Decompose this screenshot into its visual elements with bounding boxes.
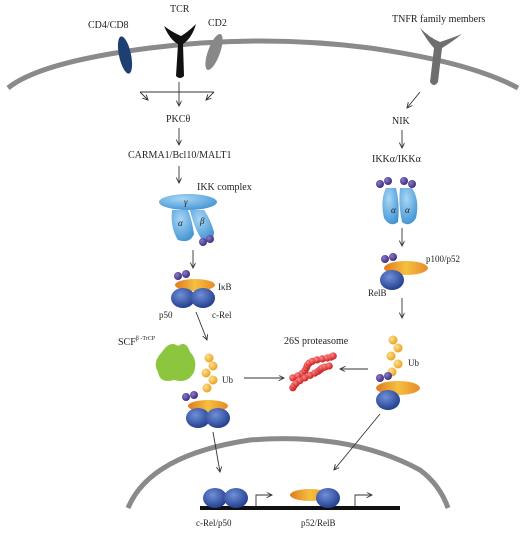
p52-relb-dimer-nucleus — [290, 488, 340, 508]
crel-p50-dimer-nucleus — [203, 488, 248, 508]
ub-left-label: Ub — [222, 375, 233, 385]
proteasome-label: 26S proteasome — [284, 336, 349, 347]
cell-membrane — [6, 38, 520, 91]
ikb-to-ub-arrow — [195, 311, 207, 340]
ikk-phospho-group — [199, 235, 214, 246]
p100p52-label: p100/p52 — [426, 254, 460, 264]
p50-label: p50 — [159, 310, 173, 320]
ikb-label: IκB — [218, 282, 232, 292]
cd4-cd8-receptor — [117, 36, 133, 74]
phospho-icon — [199, 238, 207, 246]
cd2-receptor — [205, 34, 223, 70]
crel-to-nucleus-arrow — [212, 431, 220, 472]
ikka-dimer — [376, 177, 418, 225]
ubiquitin-chain-left — [201, 353, 218, 393]
ubiquitinated-p100-complex-right — [376, 372, 420, 410]
proteasome-subunit — [325, 362, 333, 370]
ubiquitin-chain-right — [386, 335, 403, 377]
ikk-alpha-label: α — [178, 218, 183, 228]
nik-label: NIK — [392, 116, 411, 127]
tnfr-to-nik-arrow — [407, 91, 421, 108]
proteasome-subunit — [329, 352, 337, 360]
ikk-complex — [159, 194, 217, 242]
carma-label: CARMA1/Bcl10/MALT1 — [128, 150, 232, 161]
relb-label: RelB — [368, 288, 387, 298]
crel-p50-label: c-Rel/p50 — [196, 518, 232, 528]
crel-label: c-Rel — [212, 310, 232, 320]
ikb-nfkb-complex — [171, 270, 215, 308]
tnfr-receptor — [420, 28, 462, 85]
tnfr-label: TNFR family members — [392, 14, 485, 25]
phospho-icon — [400, 177, 408, 185]
tcr-receptor — [164, 24, 196, 78]
tcr-label: TCR — [170, 4, 190, 15]
phospho-icon — [206, 235, 214, 243]
ikka-alpha-left-label: α — [391, 205, 396, 215]
ikk-beta-label: β — [199, 216, 205, 226]
nuclear-membrane — [125, 436, 451, 509]
ubiquitinated-nfkb-complex-left — [182, 391, 230, 428]
p100-relb-complex — [380, 253, 428, 290]
ikk-complex-label: IKK complex — [197, 182, 252, 193]
p52-relb-label: p52/RelB — [301, 518, 336, 528]
transcription-arrow-left — [255, 495, 272, 506]
pkc-label: PKCθ — [166, 114, 190, 125]
phospho-icon — [376, 180, 384, 188]
ikka-alpha-right-label: α — [405, 205, 410, 215]
scf-complex-shape — [155, 344, 196, 381]
ikka-label: IKKα/IKKα — [372, 154, 422, 165]
relb-to-nucleus-arrow — [334, 413, 381, 470]
transcription-arrow-right — [354, 495, 372, 506]
cd2-label: CD2 — [208, 18, 227, 29]
scf-label: SCFβ -TrCP — [118, 336, 156, 348]
receptor-converge-arrows — [139, 82, 215, 106]
ub-right-label: Ub — [408, 358, 419, 368]
phospho-icon — [384, 177, 392, 185]
cd4-cd8-label: CD4/CD8 — [88, 20, 129, 31]
ikk-gamma-label: γ — [184, 197, 188, 207]
phospho-icon — [408, 180, 416, 188]
proteasome-26s — [289, 352, 337, 392]
